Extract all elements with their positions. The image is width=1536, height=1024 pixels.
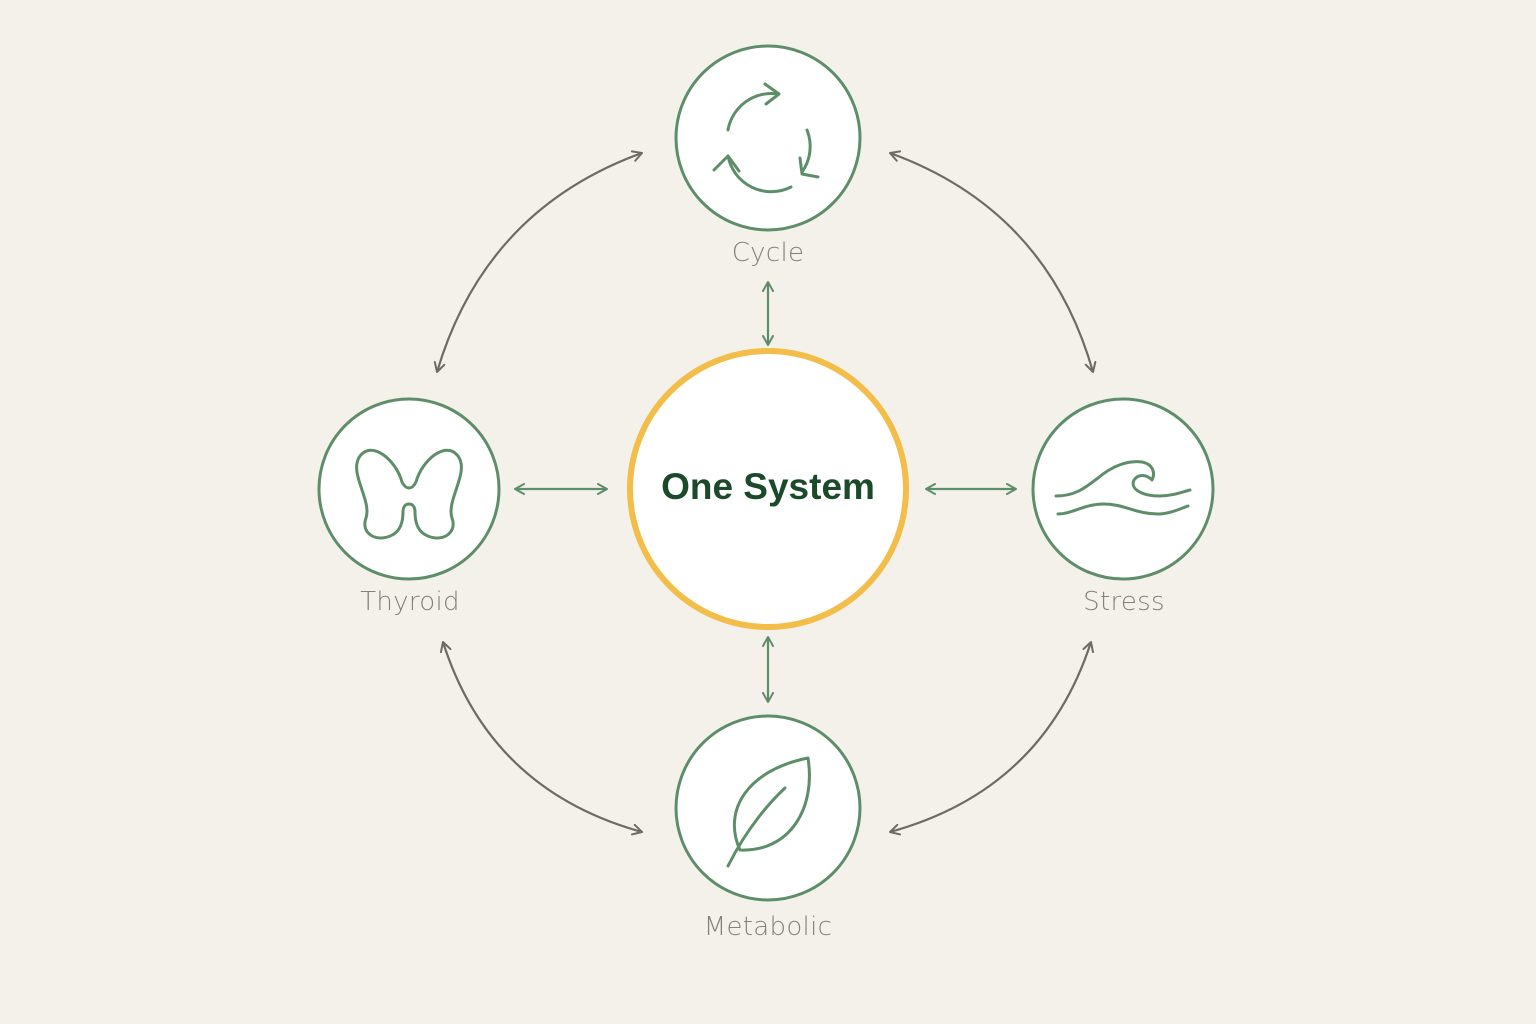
node-metabolic <box>674 714 862 902</box>
cycle-label: Cycle <box>731 238 805 268</box>
thyroid-label: Thyroid <box>360 587 460 617</box>
node-stress <box>1031 397 1215 581</box>
wave-icon <box>1054 460 1192 516</box>
arrow-stress-metabolic <box>889 641 1094 836</box>
arrow-cycle-thyroid <box>433 150 643 373</box>
node-thyroid <box>317 397 501 581</box>
cycle-arrows-icon <box>712 82 820 194</box>
stress-label: Stress <box>1083 587 1165 617</box>
metabolic-label: Metabolic <box>703 912 833 942</box>
center-title: One System <box>661 466 875 507</box>
leaf-icon <box>726 756 811 868</box>
arrow-thyroid-metabolic <box>439 641 643 836</box>
arrow-cycle-stress <box>889 150 1097 373</box>
center-node <box>627 348 909 630</box>
node-cycle <box>674 44 862 232</box>
thyroid-butterfly-icon <box>355 448 463 540</box>
